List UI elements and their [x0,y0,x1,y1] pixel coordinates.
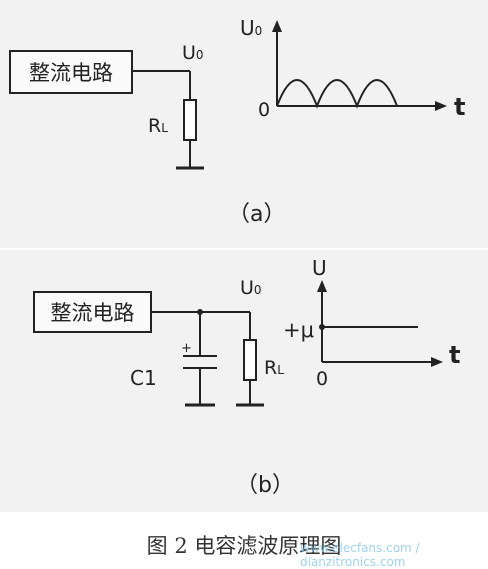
a-panel-caption: （a） [228,202,286,227]
b-cap-label: C1 [130,366,157,390]
a-graph-y-label: U0 [240,16,263,40]
a-graph-x-label: t [454,93,466,121]
b-panel-caption: （b） [236,473,294,498]
b-graph-origin-label: 0 [316,368,329,390]
a-graph-y-arrow [272,20,282,32]
b-graph-level-dot [319,324,325,330]
a-load-resistor [183,99,197,141]
b-graph-level-label: +μ [283,318,314,342]
a-graph-rectified-wave [276,79,398,109]
a-rectifier-label: 整流电路 [29,61,113,85]
a-output-label: U0 [182,42,204,64]
b-graph-x-arrow [431,357,443,367]
b-load-label: RL [264,357,284,379]
a-graph-origin-label: 0 [258,99,271,121]
b-graph-x-label: t [449,341,461,369]
b-graph-y-arrow [317,280,327,292]
panel-a-background [0,0,488,248]
b-rectifier-label: 整流电路 [50,301,135,325]
watermark: www.elecfans.com / dianzitronics.com [300,541,420,569]
a-graph-x-arrow [435,101,447,111]
b-output-label: U0 [240,277,262,299]
a-load-label: RL [148,115,168,137]
b-load-resistor [243,339,257,381]
a-rectifier-box: 整流电路 [9,50,133,94]
figure-caption: 图 2 电容滤波原理图 [146,534,342,558]
b-rectifier-box: 整流电路 [33,291,152,333]
b-cap-plus-sign: + [181,341,192,356]
b-graph-y-label: U [312,256,327,280]
